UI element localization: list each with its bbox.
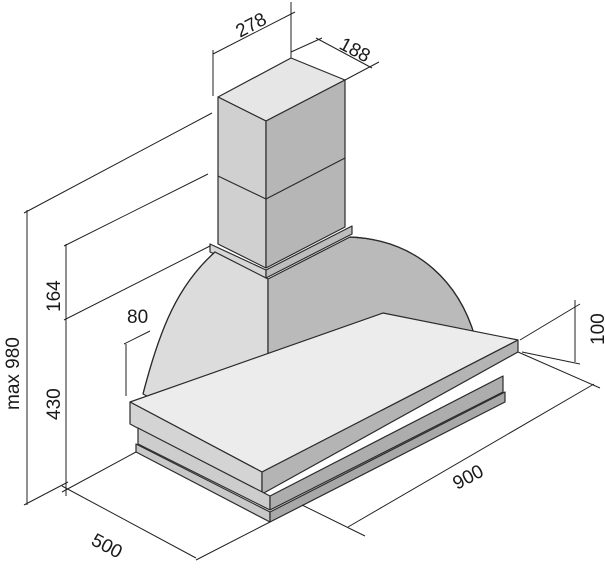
dim-label-278: 278 bbox=[232, 9, 270, 42]
hood-base-frame bbox=[129, 312, 519, 523]
dim-label-100: 100 bbox=[588, 313, 605, 345]
dim-label-164: 164 bbox=[44, 280, 65, 312]
chimney bbox=[217, 57, 346, 269]
chimney-left-face bbox=[217, 96, 267, 269]
dim-label-500: 500 bbox=[88, 530, 126, 563]
bottom-right-face bbox=[269, 391, 506, 523]
moulding-right-face bbox=[269, 375, 504, 511]
chimney-joint-line bbox=[217, 157, 346, 200]
chimney-collar bbox=[209, 225, 353, 279]
dimension-lines bbox=[23, 2, 601, 561]
dim-label-430: 430 bbox=[44, 388, 65, 420]
dim-label-900: 900 bbox=[449, 461, 487, 494]
canopy-left-edge bbox=[142, 251, 216, 395]
dim-label-max-980: max 980 bbox=[3, 337, 24, 410]
collar-right-face bbox=[265, 225, 353, 279]
canopy-right-edge bbox=[349, 236, 476, 338]
chimney-right-face bbox=[265, 79, 346, 269]
dim-label-188: 188 bbox=[336, 34, 374, 67]
range-hood-drawing bbox=[129, 57, 519, 523]
dim-label-80: 80 bbox=[127, 307, 148, 328]
